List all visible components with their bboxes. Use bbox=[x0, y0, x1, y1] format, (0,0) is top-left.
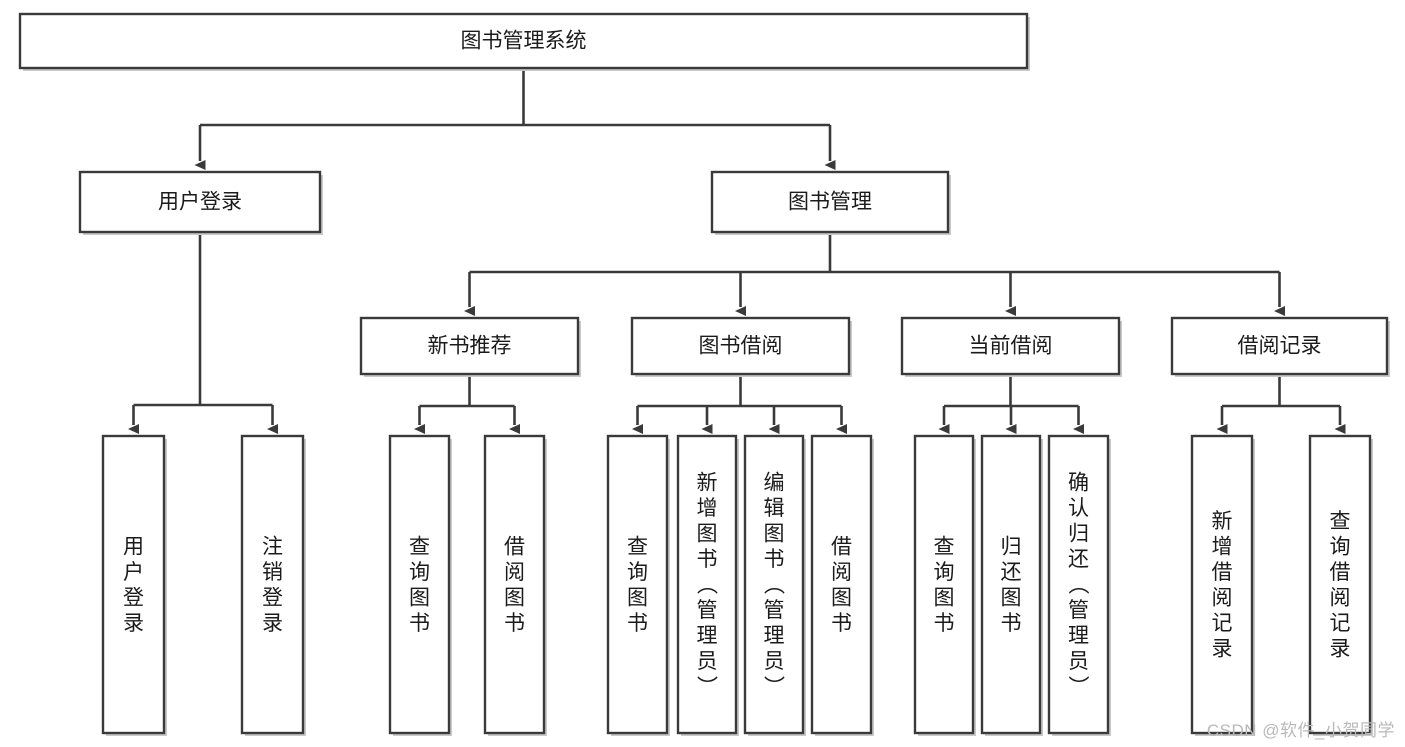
node-label: 新书推荐 bbox=[428, 335, 512, 358]
node-label: 注销登录 bbox=[262, 535, 283, 635]
node-leaf-borrow-book-2[interactable]: 借阅图书 bbox=[810, 434, 874, 736]
edge-group-book-manage bbox=[464, 232, 1285, 316]
node-leaf-query-book-2[interactable]: 查询图书 bbox=[606, 434, 670, 736]
node-label: 查询图书 bbox=[934, 535, 955, 635]
node-current-borrow[interactable]: 当前借阅 bbox=[900, 316, 1122, 377]
node-label: 新增借阅记录 bbox=[1212, 510, 1233, 661]
node-leaf-logout[interactable]: 注销登录 bbox=[240, 434, 306, 736]
node-leaf-query-record[interactable]: 查询借阅记录 bbox=[1308, 434, 1373, 736]
edge-group-user-login bbox=[128, 232, 278, 434]
node-label: 查询图书 bbox=[409, 535, 430, 635]
node-label: 借阅记录 bbox=[1238, 335, 1322, 358]
node-label: 确认归还︵管理员︶ bbox=[1068, 472, 1090, 699]
edge-group-borrow-record bbox=[1216, 374, 1346, 434]
node-leaf-edit-book[interactable]: 编辑图书︵管理员︶ bbox=[743, 434, 806, 736]
csdn-watermark: CSDN @软件_小贺同学 bbox=[1206, 721, 1395, 740]
node-label: 新增图书︵管理员︶ bbox=[697, 472, 719, 699]
node-label: 借阅图书 bbox=[504, 535, 525, 635]
node-borrow-record[interactable]: 借阅记录 bbox=[1170, 316, 1390, 377]
node-label: 用户登录 bbox=[123, 535, 144, 635]
node-label: 图书管理系统 bbox=[461, 30, 587, 53]
node-user-login[interactable]: 用户登录 bbox=[78, 170, 323, 235]
node-label: 查询借阅记录 bbox=[1330, 510, 1351, 661]
node-leaf-add-record[interactable]: 新增借阅记录 bbox=[1190, 434, 1255, 736]
node-label: 图书管理 bbox=[788, 191, 872, 214]
node-new-book-rec[interactable]: 新书推荐 bbox=[359, 316, 581, 377]
node-label: 图书借阅 bbox=[699, 335, 783, 358]
node-label: 借阅图书 bbox=[831, 535, 852, 635]
node-book-borrow[interactable]: 图书借阅 bbox=[630, 316, 852, 377]
edges-layer bbox=[128, 68, 1346, 434]
node-leaf-borrow-book-1[interactable]: 借阅图书 bbox=[483, 434, 547, 736]
node-root[interactable]: 图书管理系统 bbox=[18, 12, 1030, 71]
node-label: 编辑图书︵管理员︶ bbox=[764, 472, 786, 699]
node-leaf-confirm-return[interactable]: 确认归还︵管理员︶ bbox=[1047, 434, 1111, 736]
node-leaf-query-book-1[interactable]: 查询图书 bbox=[388, 434, 452, 736]
node-leaf-add-book[interactable]: 新增图书︵管理员︶ bbox=[676, 434, 739, 736]
node-book-manage[interactable]: 图书管理 bbox=[710, 170, 951, 235]
edge-group-new-book-rec bbox=[414, 374, 520, 434]
edge-group-book-borrow bbox=[632, 374, 847, 434]
node-label: 归还图书 bbox=[1001, 535, 1022, 635]
node-leaf-query-book-3[interactable]: 查询图书 bbox=[913, 434, 976, 736]
edge-group-root bbox=[194, 68, 836, 170]
node-label: 查询图书 bbox=[627, 535, 648, 635]
node-leaf-return-book[interactable]: 归还图书 bbox=[980, 434, 1043, 736]
nodes-layer: 图书管理系统用户登录图书管理新书推荐图书借阅当前借阅借阅记录用户登录注销登录查询… bbox=[18, 12, 1390, 736]
node-label: 用户登录 bbox=[158, 191, 242, 214]
node-label: 当前借阅 bbox=[969, 335, 1053, 358]
edge-group-current-borrow bbox=[938, 374, 1084, 434]
node-leaf-user-login[interactable]: 用户登录 bbox=[101, 434, 167, 736]
